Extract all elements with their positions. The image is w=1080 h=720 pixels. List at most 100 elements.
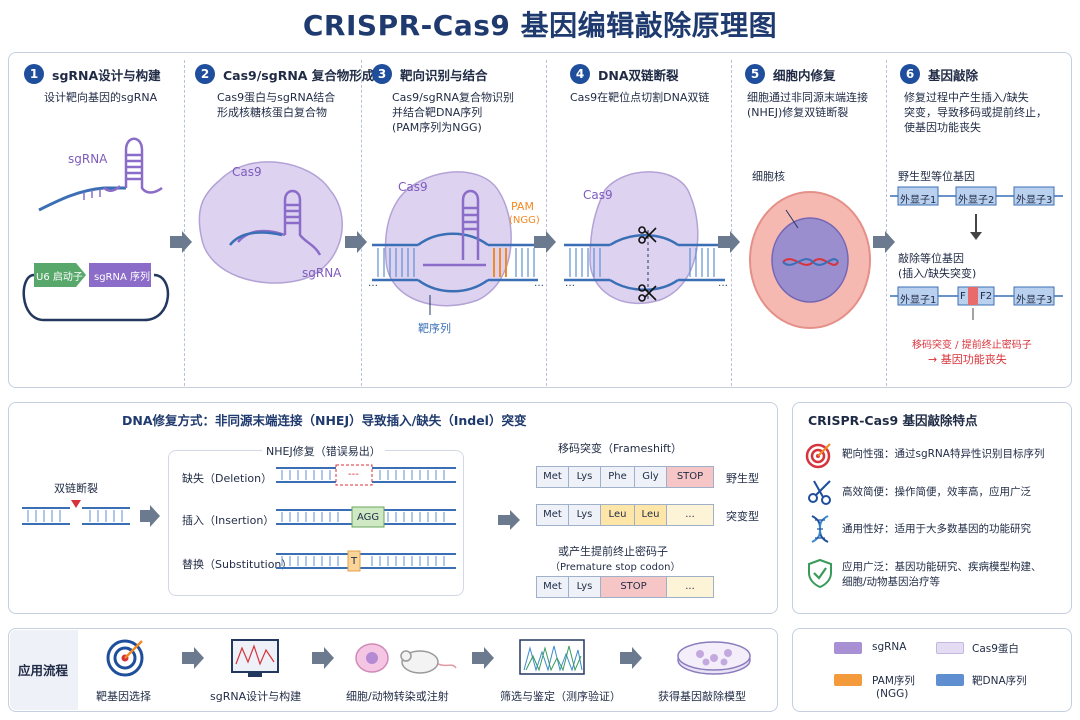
step-number: 1 xyxy=(24,64,44,84)
codon: ... xyxy=(667,577,713,597)
legend-panel xyxy=(792,628,1072,712)
target-sequence-label: 靶序列 xyxy=(418,322,451,335)
exon2-label: 外显子2 xyxy=(958,195,995,206)
divider xyxy=(546,60,547,386)
codon: Phe xyxy=(601,467,635,487)
legend-label: PAM序列 xyxy=(872,675,915,687)
monitor-icon xyxy=(231,639,279,677)
legend-sublabel: (NGG) xyxy=(876,688,909,700)
legend-label: 靶DNA序列 xyxy=(972,675,1027,687)
step-title: 细胞内修复 xyxy=(773,67,836,83)
codon: Leu xyxy=(601,505,635,525)
step-desc-line: 并结合靶DNA序列 xyxy=(392,106,483,119)
divider xyxy=(184,60,185,386)
double-strand-break-graphic xyxy=(564,171,725,305)
premature-stop-label: 或产生提前终止密码子 xyxy=(558,545,668,558)
step-number: 3 xyxy=(372,64,392,84)
substitution-label: 替换（Substitution） xyxy=(182,558,293,571)
workflow-step: 靶基因选择 xyxy=(96,690,151,703)
step-number: 6 xyxy=(900,64,920,84)
step-title: DNA双链断裂 xyxy=(598,67,679,83)
divider xyxy=(731,60,732,386)
knockout-allele-sublabel: (插入/缺失突变) xyxy=(898,267,977,280)
steps-panel xyxy=(8,52,1072,388)
mutant-label: 突变型 xyxy=(726,510,759,523)
legend-swatch-target-dna xyxy=(936,674,964,686)
premature-stop-sublabel: （Premature stop codon） xyxy=(550,562,681,573)
nhej-box-title: NHEJ修复（错误易出） xyxy=(262,443,385,459)
divider xyxy=(886,60,887,386)
mutant-exon-f2-label: F2 xyxy=(980,291,993,302)
step-desc-line: (NHEJ)修复双链断裂 xyxy=(747,106,849,119)
cas9-complex-graphic xyxy=(198,161,343,284)
feature-text: 通用性好：适用于大多数基因的功能研究 xyxy=(842,523,1031,535)
legend-swatch-pam xyxy=(834,674,862,686)
exon1-label: 外显子1 xyxy=(900,295,937,306)
features-panel xyxy=(792,402,1072,614)
wildtype-allele-label: 野生型等位基因 xyxy=(898,170,975,183)
dsb-graphic xyxy=(22,500,160,527)
sgrna-label: sgRNA xyxy=(68,152,108,166)
step-number: 2 xyxy=(195,64,215,84)
target-icon xyxy=(106,639,144,677)
legend-swatch-cas9 xyxy=(936,642,964,654)
allele-graphic xyxy=(890,186,1063,320)
svg-text:…: … xyxy=(565,278,575,289)
shield-check-icon xyxy=(808,558,832,589)
step-number: 4 xyxy=(570,64,590,84)
codon: Gly xyxy=(635,467,667,487)
svg-text:…: … xyxy=(534,278,544,289)
codon: Met xyxy=(537,577,569,597)
deletion-label: 缺失（Deletion） xyxy=(182,472,273,485)
repair-types-graphic xyxy=(276,464,456,572)
insertion-label: 插入（Insertion） xyxy=(182,514,275,527)
legend-label: sgRNA xyxy=(872,641,907,653)
function-loss-label: → 基因功能丧失 xyxy=(928,353,1007,366)
wildtype-label: 野生型 xyxy=(726,472,759,485)
mutant-exon-f-label: F xyxy=(960,291,966,302)
knockout-result-label: 移码突变 / 提前终止密码子 xyxy=(912,340,1032,351)
repair-title: DNA修复方式：非同源末端连接（NHEJ）导致插入/缺失（Indel）突变 xyxy=(122,413,527,428)
codon-row-premature: Met Lys STOP ... xyxy=(536,576,714,598)
scissors-icon xyxy=(808,480,831,505)
feature-text: 高效简便：操作简便，效率高，应用广泛 xyxy=(842,486,1031,498)
legend-swatch-sgrna xyxy=(834,642,862,654)
cas9-label: Cas9 xyxy=(398,180,428,194)
arrow-icon xyxy=(498,510,520,530)
step-title: Cas9/sgRNA 复合物形成 xyxy=(223,67,375,83)
page-title: CRISPR-Cas9 基因编辑敲除原理图 xyxy=(302,9,778,42)
dna-icon xyxy=(811,515,829,543)
step-title: 靶向识别与结合 xyxy=(400,67,488,83)
exon3-label: 外显子3 xyxy=(1016,195,1053,206)
workflow-step: 细胞/动物转染或注射 xyxy=(346,690,449,703)
cas9-label: Cas9 xyxy=(583,188,613,202)
svg-text:…: … xyxy=(368,278,378,289)
workflow-title: 应用流程 xyxy=(18,663,69,678)
target-binding-graphic xyxy=(372,171,538,315)
svg-text:…: … xyxy=(718,278,728,289)
dsb-label: 双链断裂 xyxy=(54,482,98,495)
step-desc-line: 使基因功能丧失 xyxy=(904,121,981,134)
substitution-mark: T xyxy=(351,556,358,567)
step-desc-line: Cas9/sgRNA复合物识别 xyxy=(392,91,514,104)
codon-row-wildtype: Met Lys Phe Gly STOP xyxy=(536,466,714,488)
frameshift-title: 移码突变（Frameshift） xyxy=(558,442,683,455)
cell-mouse-icon xyxy=(355,643,457,674)
sequencing-icon xyxy=(519,639,585,675)
deletion-mark: --- xyxy=(348,469,359,480)
sgrna-construct-graphic xyxy=(22,137,170,322)
u6-promoter-label: U6 启动子 xyxy=(36,272,83,283)
arrow-icons: … … … … xyxy=(170,231,895,289)
sgrna-label: sgRNA xyxy=(302,266,342,280)
feature-text: 靶向性强：通过sgRNA特异性识别目标序列 xyxy=(842,448,1045,460)
codon: Met xyxy=(537,467,569,487)
workflow-graphic xyxy=(106,639,751,677)
codon: Lys xyxy=(569,577,601,597)
target-icon xyxy=(805,443,831,469)
pam-ngg-label: (NGG) xyxy=(509,215,540,226)
sgrna-sequence-label: sgRNA 序列 xyxy=(94,272,151,283)
